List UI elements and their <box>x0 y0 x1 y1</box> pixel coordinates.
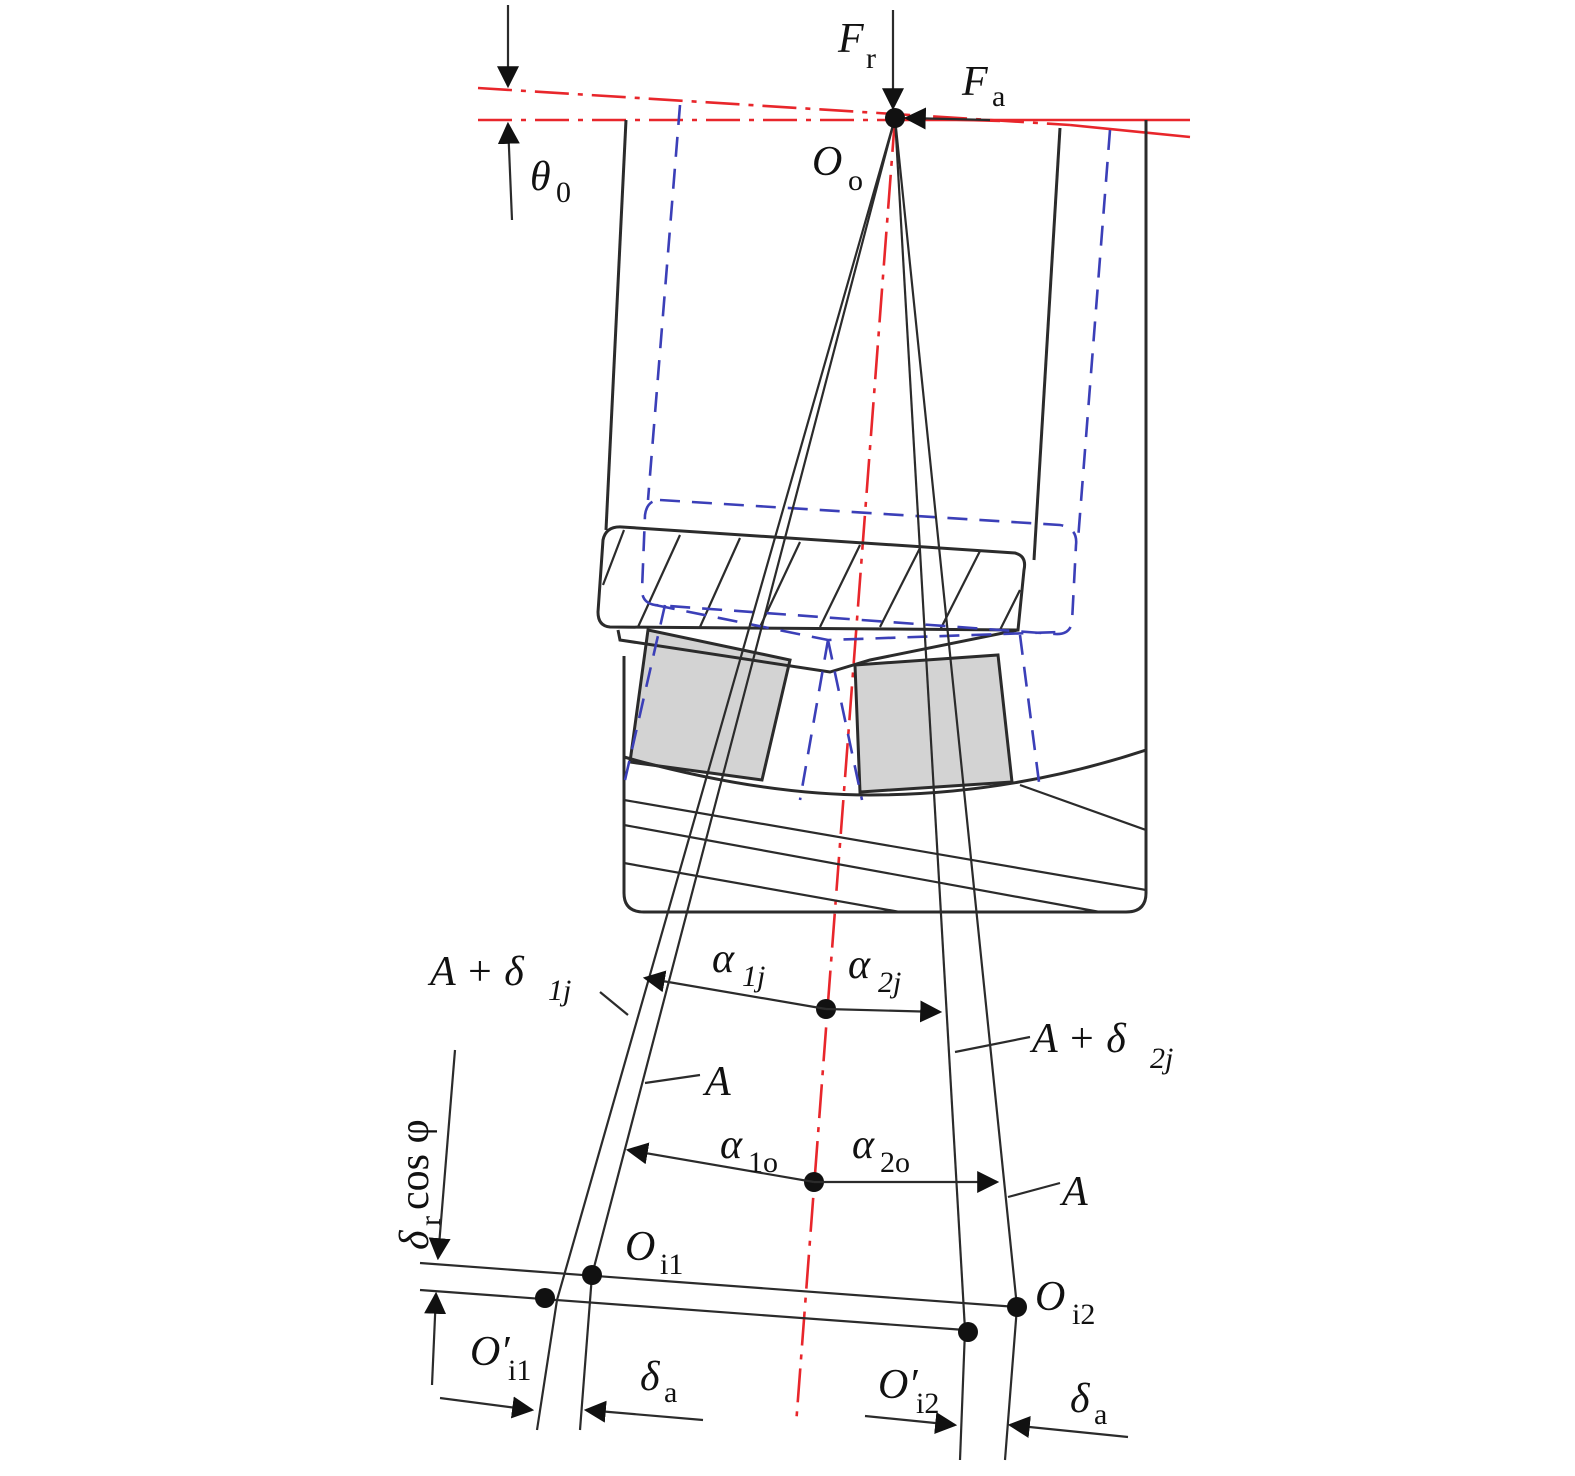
label-fa: F a <box>961 59 1005 113</box>
svg-text:1j: 1j <box>548 974 571 1007</box>
svg-text:α: α <box>852 1122 875 1168</box>
label-fr: F r <box>837 16 876 75</box>
svg-text:1o: 1o <box>748 1146 778 1179</box>
svg-text:F: F <box>837 16 864 62</box>
label-oi1-prime: O′ i1 <box>470 1329 531 1387</box>
label-alpha-2o: α 2o <box>852 1122 910 1179</box>
svg-text:a: a <box>1094 1398 1107 1431</box>
svg-text:α: α <box>712 936 735 982</box>
svg-text:a: a <box>992 80 1005 113</box>
svg-text:δ: δ <box>392 1229 438 1250</box>
svg-text:i1: i1 <box>508 1354 531 1387</box>
label-delta-r-cos-phi: δ r cos φ <box>392 1119 447 1250</box>
label-alpha-1o: α 1o <box>720 1122 778 1179</box>
svg-text:i2: i2 <box>916 1387 939 1420</box>
label-a-delta-1j: A + δ 1j <box>427 949 571 1007</box>
label-oi1: O i1 <box>625 1224 683 1281</box>
svg-text:o: o <box>848 164 863 197</box>
svg-text:δ: δ <box>640 1354 661 1400</box>
svg-text:A: A <box>702 1059 731 1105</box>
label-oi2: O i2 <box>1035 1274 1095 1331</box>
svg-text:i2: i2 <box>1072 1298 1095 1331</box>
svg-text:F: F <box>961 59 988 105</box>
svg-text:O′: O′ <box>878 1362 918 1408</box>
center-axis <box>794 117 897 1426</box>
svg-text:2j: 2j <box>1150 1042 1173 1075</box>
leader-lines <box>599 991 1061 1199</box>
svg-text:O: O <box>812 139 842 185</box>
svg-text:O: O <box>1035 1274 1065 1320</box>
housing-outline <box>604 119 1148 914</box>
bottom-reference-lines <box>419 1261 1018 1332</box>
svg-text:θ: θ <box>530 154 551 200</box>
svg-text:2j: 2j <box>878 966 901 999</box>
svg-text:cos φ: cos φ <box>392 1119 438 1210</box>
label-a-delta-2j: A + δ 2j <box>1029 1016 1173 1075</box>
contact-lines <box>535 117 1019 1461</box>
svg-text:A + δ: A + δ <box>427 949 525 995</box>
svg-text:2o: 2o <box>880 1146 910 1179</box>
svg-text:i1: i1 <box>660 1248 683 1281</box>
svg-text:a: a <box>664 1376 677 1409</box>
label-delta-a-right: δ a <box>1070 1376 1107 1431</box>
svg-text:r: r <box>414 1216 447 1226</box>
svg-text:δ: δ <box>1070 1376 1091 1422</box>
svg-text:A + δ: A + δ <box>1029 1016 1127 1062</box>
points <box>535 108 1027 1342</box>
svg-text:A: A <box>1059 1169 1088 1215</box>
svg-text:O′: O′ <box>470 1329 510 1375</box>
label-alpha-2j: α 2j <box>848 942 901 999</box>
label-oo: O o <box>812 139 863 197</box>
label-oi2-prime: O′ i2 <box>878 1362 939 1420</box>
force-arrows <box>497 5 991 221</box>
reference-lines-top <box>477 86 1191 139</box>
svg-text:α: α <box>720 1122 743 1168</box>
label-a-left: A <box>702 1059 731 1105</box>
label-delta-a-left: δ a <box>640 1354 677 1409</box>
svg-text:1j: 1j <box>742 960 765 993</box>
displaced-bearing-dashed <box>623 104 1112 801</box>
label-theta0: θ 0 <box>530 154 571 209</box>
svg-text:0: 0 <box>556 176 571 209</box>
offset-arrows <box>424 1049 1129 1439</box>
svg-text:r: r <box>866 42 876 75</box>
angle-arrows <box>625 970 1000 1193</box>
label-a-right: A <box>1059 1169 1088 1215</box>
label-alpha-1j: α 1j <box>712 936 765 993</box>
svg-text:α: α <box>848 942 871 988</box>
svg-text:O: O <box>625 1224 655 1270</box>
inner-ring <box>616 628 1147 914</box>
